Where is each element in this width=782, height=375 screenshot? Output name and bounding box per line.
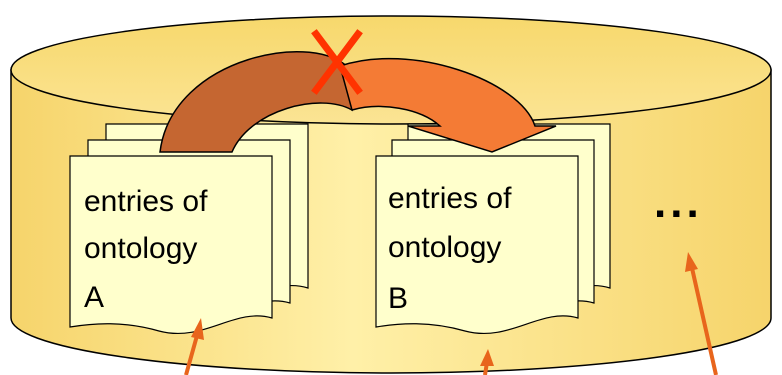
- document-stack-a: entries of ontology A: [69, 123, 309, 335]
- document-a-line2: ontology: [84, 232, 197, 265]
- document-b-line2: ontology: [388, 231, 501, 264]
- x-mark-icon: [311, 29, 363, 95]
- pointer-arrow-ellipsis: [685, 252, 718, 375]
- pointer-arrows: [184, 252, 718, 375]
- document-stack-b: entries of ontology B: [375, 123, 611, 335]
- document-b-line1: entries of: [388, 182, 512, 215]
- document-a-label: A: [84, 281, 104, 314]
- pointer-arrow-b: [480, 349, 494, 375]
- document-b-label: B: [388, 282, 408, 315]
- pointer-arrow-a: [184, 318, 204, 375]
- document-a-line1: entries of: [84, 185, 208, 218]
- ellipsis: ...: [654, 178, 703, 227]
- mapping-arrow: [159, 51, 557, 153]
